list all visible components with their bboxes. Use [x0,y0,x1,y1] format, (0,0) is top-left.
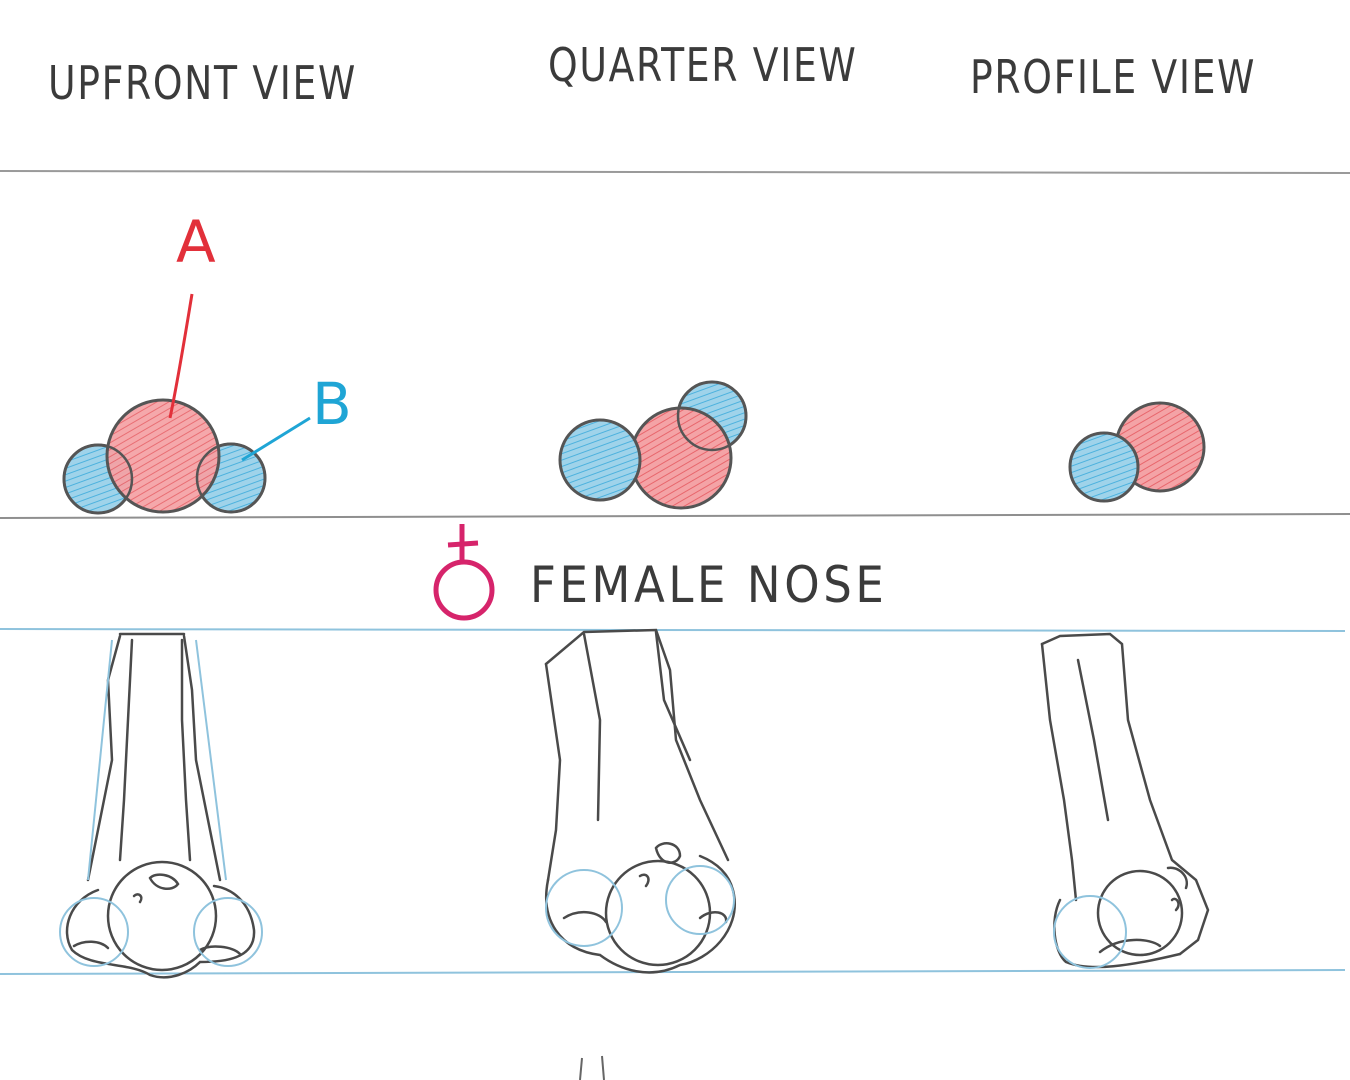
marker-b-label: B [312,370,352,438]
quarter-guide-circles [545,865,735,947]
profile-ball-diagram [1068,401,1206,503]
heading-profile-view: PROFILE VIEW [970,50,1257,104]
stray-pencil-mark [579,1055,605,1080]
profile-nostril-ball [1068,431,1140,503]
upfront-tip-ball [105,398,221,514]
heading-quarter-view: QUARTER VIEW [548,38,858,92]
profile-guide-circles [1053,895,1127,969]
quarter-ball-diagram [558,380,748,510]
female-symbol-icon [433,524,495,621]
marker-a-leader [168,293,194,419]
top-divider [0,170,1350,174]
upfront-nose-sketch [65,632,256,979]
section-title-female-nose: FEMALE NOSE [530,556,888,614]
quarter-near-nostril-ball [558,418,642,502]
marker-a-label: A [176,208,216,276]
profile-nose-sketch [1040,632,1210,969]
quarter-nose-sketch [544,628,737,974]
marker-b-leader [241,416,311,462]
middle-divider [0,513,1350,519]
upfront-ball-diagram [62,293,311,515]
guide-line-top [0,628,1346,632]
guide-line-bottom [0,969,1346,975]
heading-upfront-view: UPFRONT VIEW [48,56,357,110]
quarter-tip-ball [629,406,733,510]
upfront-guide-circles [59,639,263,967]
